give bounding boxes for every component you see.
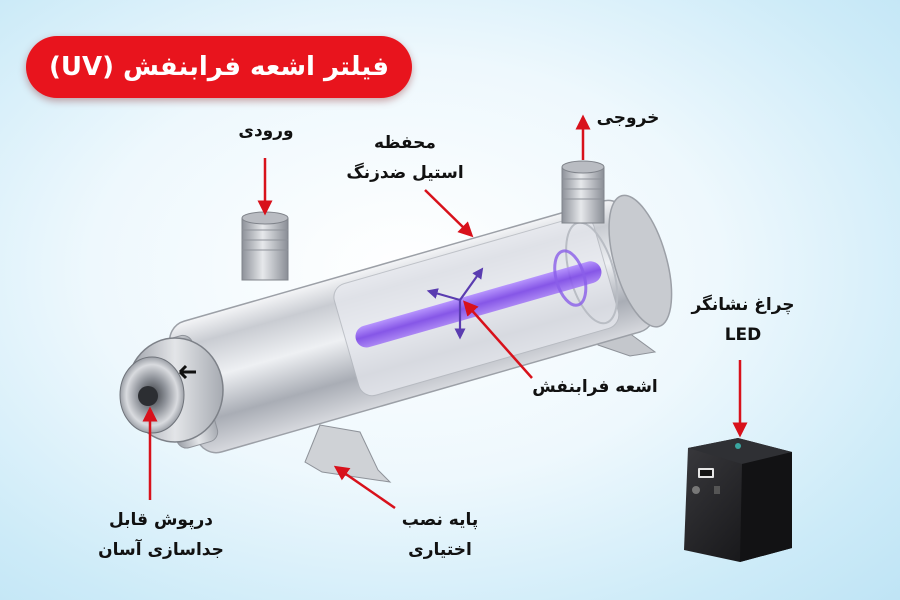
stainless-housing bbox=[151, 194, 673, 454]
label-housing-line1: محفظه bbox=[374, 133, 436, 153]
label-inlet-text: ورودی bbox=[238, 121, 294, 141]
label-end-cap-line2: جداسازی آسان bbox=[98, 540, 224, 560]
label-stand-line1: پایه نصب bbox=[401, 510, 479, 530]
arrow-stand bbox=[333, 465, 396, 510]
label-uv-ray: اشعه فرابنفش bbox=[520, 372, 670, 402]
label-outlet: خروجی bbox=[588, 103, 668, 133]
label-end-cap-line1: درپوش قابل bbox=[108, 510, 213, 530]
label-end-cap: درپوش قابل جداسازی آسان bbox=[86, 505, 236, 565]
removable-end-cap bbox=[119, 337, 224, 443]
arrow-uv bbox=[463, 300, 533, 379]
mounting-stand-front bbox=[304, 424, 392, 483]
led-indicator-box bbox=[684, 438, 792, 562]
label-housing-line2: استیل ضدزنگ bbox=[346, 163, 464, 183]
inlet-port bbox=[241, 211, 289, 281]
label-uv-ray-text: اشعه فرابنفش bbox=[532, 377, 658, 397]
label-inlet: ورودی bbox=[226, 116, 306, 146]
label-stand: پایه نصب اختیاری bbox=[385, 505, 495, 565]
arrow-housing bbox=[424, 189, 474, 238]
label-led-line1: چراغ نشانگر bbox=[691, 295, 795, 315]
page-title: فیلتر اشعه فرابنفش (UV) bbox=[48, 52, 390, 82]
label-stand-line2: اختیاری bbox=[408, 540, 472, 560]
annotation-arrows bbox=[142, 114, 748, 510]
label-outlet-text: خروجی bbox=[596, 108, 660, 128]
label-housing: محفظه استیل ضدزنگ bbox=[330, 128, 480, 188]
title-banner: فیلتر اشعه فرابنفش (UV) bbox=[26, 36, 412, 98]
outlet-port bbox=[561, 160, 605, 224]
label-led: چراغ نشانگر LED bbox=[678, 290, 808, 350]
label-led-line2: LED bbox=[724, 325, 762, 345]
uv-radiation-arrows bbox=[426, 267, 484, 340]
